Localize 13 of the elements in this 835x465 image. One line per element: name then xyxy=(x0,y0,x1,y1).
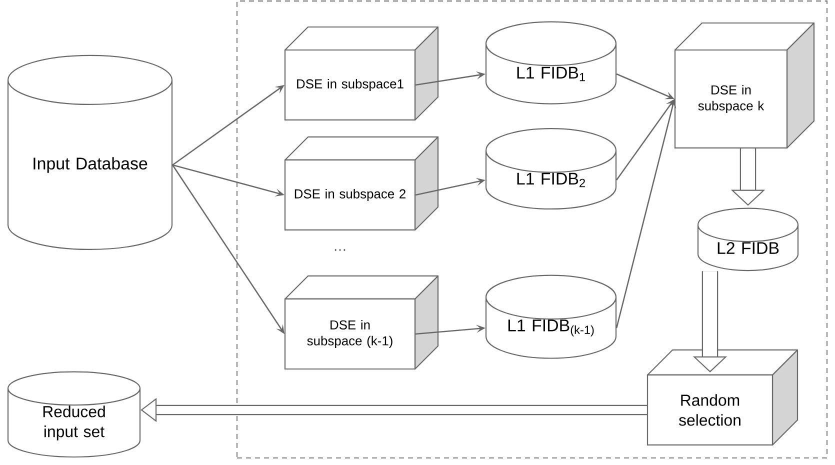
cube-box: DSE in subspace 2 xyxy=(284,136,439,231)
database-cylinder: Reduced input set xyxy=(7,371,141,458)
database-cylinder: L1 FIDB$_{(k-1)}$ xyxy=(485,274,617,359)
ellipsis-label: … xyxy=(334,249,346,251)
cube-box: DSE in subspace1 xyxy=(284,26,439,121)
database-cylinder: L2 FIDB xyxy=(697,208,799,272)
database-cylinder: L1 FIDB$_{2}$ xyxy=(485,128,617,210)
dashed-frame xyxy=(236,0,828,458)
cube-box: DSE in subspace k xyxy=(674,22,815,149)
cube-box: Random selection xyxy=(646,349,798,446)
database-cylinder: L1 FIDB$_{1}$ xyxy=(485,21,617,104)
cube-box: DSE in subspace (k-1) xyxy=(284,275,439,370)
database-cylinder: Input Database xyxy=(7,54,173,250)
